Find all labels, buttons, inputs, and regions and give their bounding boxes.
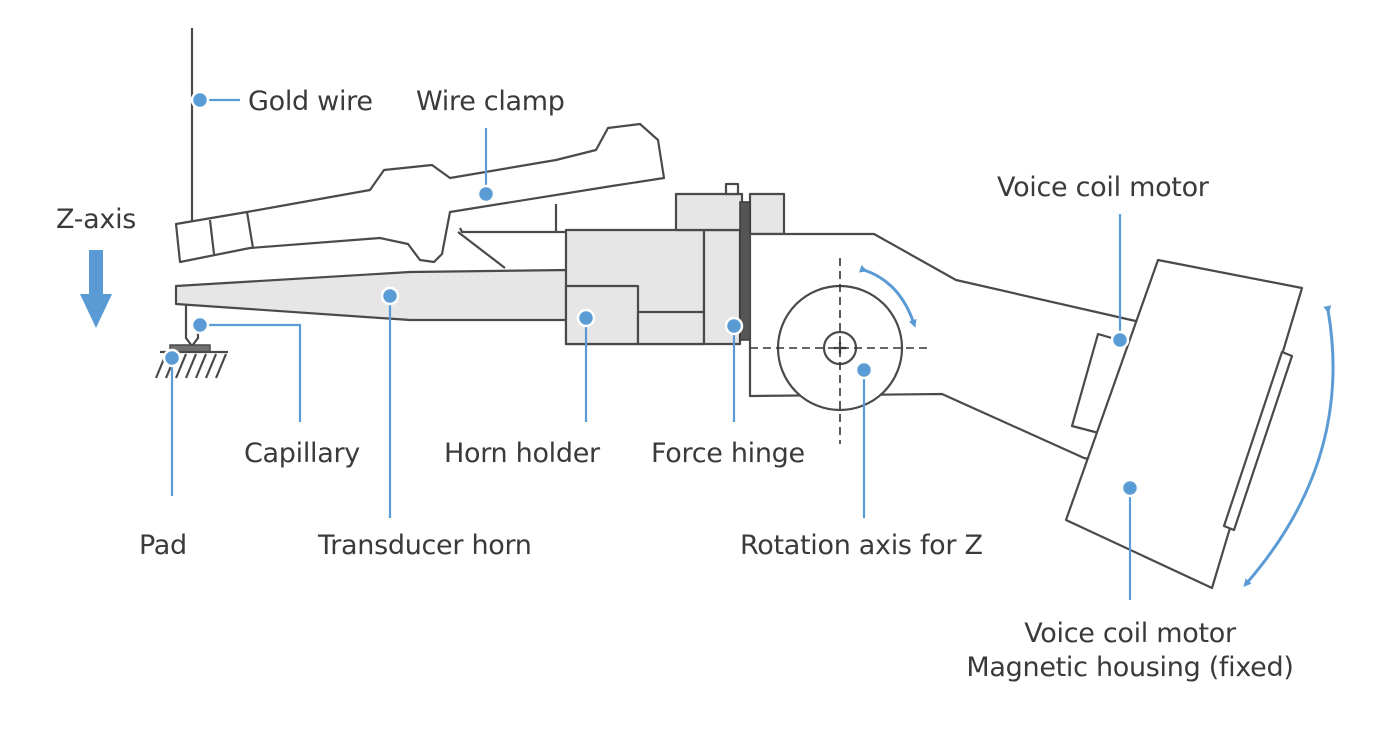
label-wire-clamp: Wire clamp [416, 86, 565, 117]
transducer-horn-dot [380, 286, 400, 306]
horn-holder-dot [576, 308, 596, 328]
wire-clamp [174, 122, 666, 264]
rotation-arrow-housing [1243, 305, 1335, 588]
capillary-dot [190, 315, 210, 335]
magnetic-housing [1064, 258, 1304, 590]
label-horn-holder: Horn holder [444, 438, 600, 469]
label-housing-line1: Voice coil motor [1024, 618, 1236, 649]
label-z-axis: Z-axis [56, 204, 137, 235]
label-gold-wire: Gold wire [248, 86, 373, 117]
rotation-axis-dot [854, 360, 874, 380]
force-hinge-dot [724, 316, 744, 336]
label-housing-line2: Magnetic housing (fixed) [966, 652, 1294, 683]
label-transducer-horn: Transducer horn [318, 530, 532, 561]
rotation-arrow-disc [858, 264, 917, 328]
z-axis-arrow [80, 250, 112, 328]
transducer-horn [174, 268, 570, 322]
voice-coil-motor-dot [1110, 330, 1130, 350]
gold-wire-dot [190, 90, 210, 110]
label-pad: Pad [139, 530, 187, 561]
pad-dot [162, 348, 182, 368]
label-capillary: Capillary [244, 438, 360, 469]
label-voice-coil-motor: Voice coil motor [997, 172, 1209, 203]
force-hinge [739, 201, 751, 341]
label-rotation-axis: Rotation axis for Z [740, 530, 983, 561]
magnetic-housing-dot [1120, 478, 1140, 498]
label-force-hinge: Force hinge [651, 438, 805, 469]
wire-clamp-dot [476, 184, 496, 204]
